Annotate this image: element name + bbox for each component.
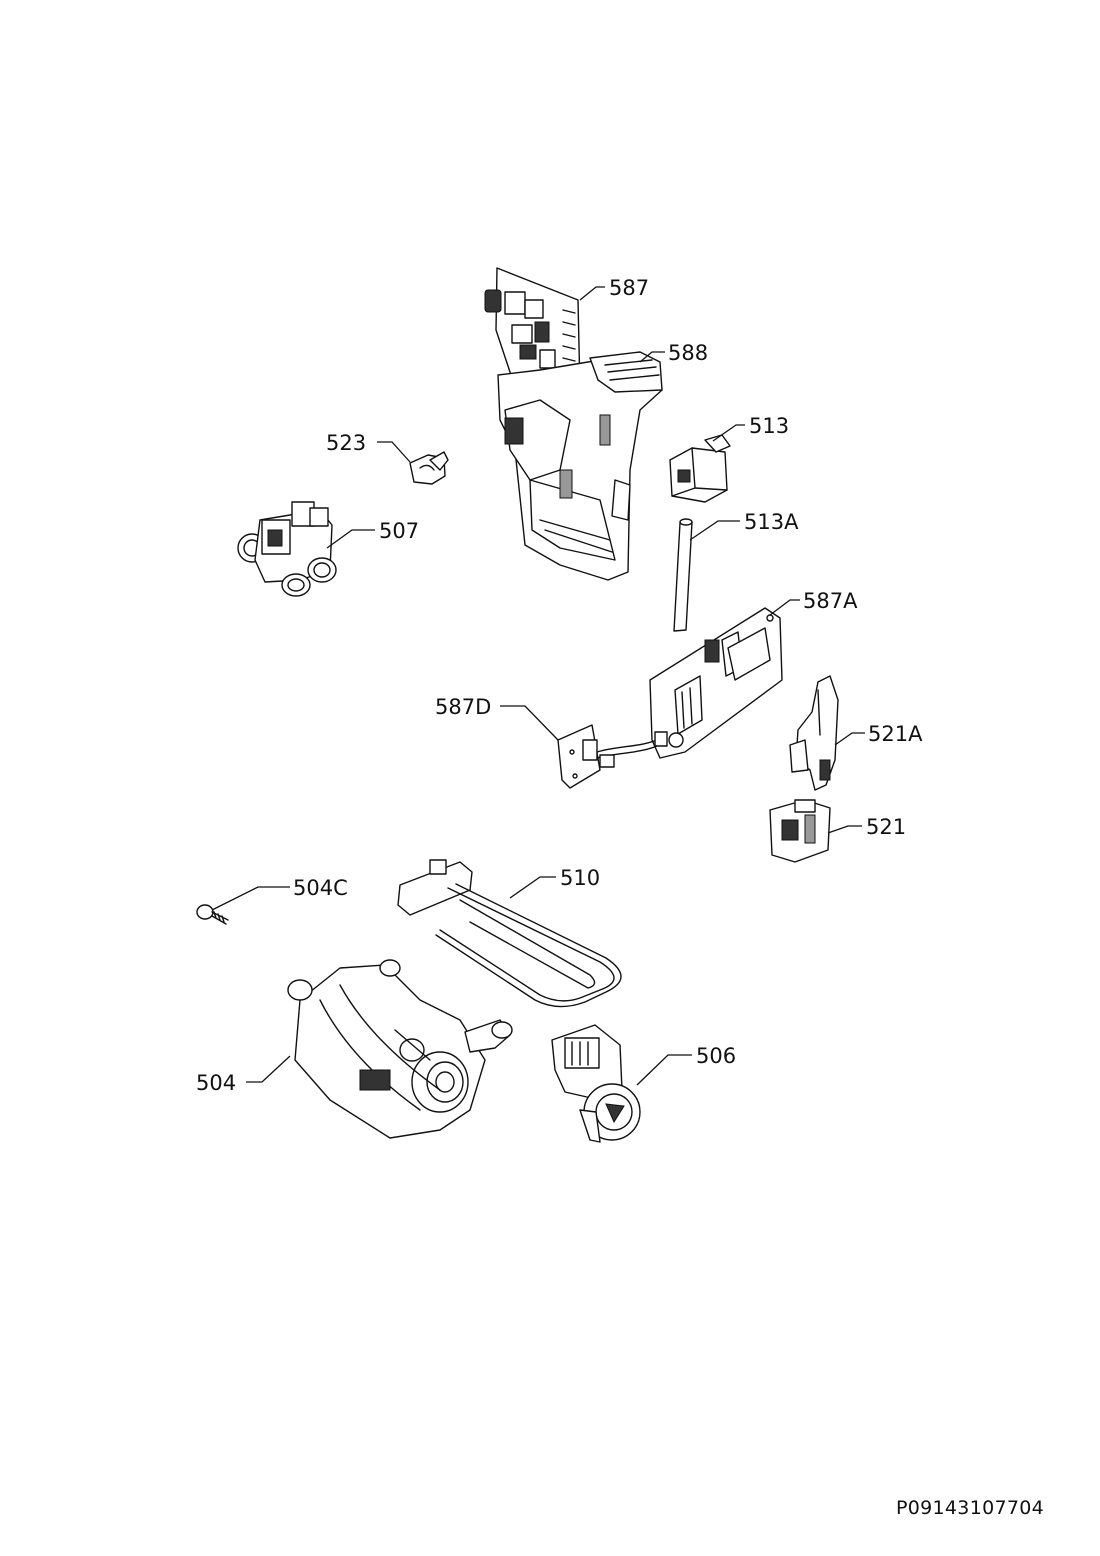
label-507: 507 [379, 519, 419, 543]
part-labels: 587 588 523 513 507 513A 587A 587D 521A … [196, 276, 923, 1095]
label-513: 513 [749, 414, 789, 438]
label-521A: 521A [868, 722, 923, 746]
part-510-heating-element[interactable] [397, 859, 622, 1008]
part-506-drain-pump[interactable] [551, 1024, 641, 1143]
label-521: 521 [866, 815, 906, 839]
part-521-door-interlock[interactable] [769, 799, 831, 863]
part-507-inlet-valve[interactable] [237, 501, 337, 597]
label-587D: 587D [435, 695, 491, 719]
leader-lines [211, 286, 865, 1086]
label-504C: 504C [293, 876, 348, 900]
label-588: 588 [668, 341, 708, 365]
part-513-component[interactable] [669, 434, 731, 503]
part-504-motor[interactable] [287, 959, 513, 1139]
label-523: 523 [326, 431, 366, 455]
part-588-board-housing[interactable] [497, 351, 663, 581]
part-523-clip[interactable] [409, 451, 449, 485]
label-504: 504 [196, 1071, 236, 1095]
part-587D-display-board[interactable] [557, 724, 668, 789]
label-506: 506 [696, 1044, 736, 1068]
part-521A-door-lock-actuator[interactable] [789, 675, 839, 791]
part-513A-rod[interactable] [673, 518, 693, 632]
drawing-code: P09143107704 [896, 1497, 1045, 1519]
label-587: 587 [609, 276, 649, 300]
label-587A: 587A [803, 589, 858, 613]
part-587A-module-board[interactable] [649, 607, 783, 759]
label-510: 510 [560, 866, 600, 890]
label-513A: 513A [744, 510, 799, 534]
part-504C-screw[interactable] [196, 904, 229, 925]
